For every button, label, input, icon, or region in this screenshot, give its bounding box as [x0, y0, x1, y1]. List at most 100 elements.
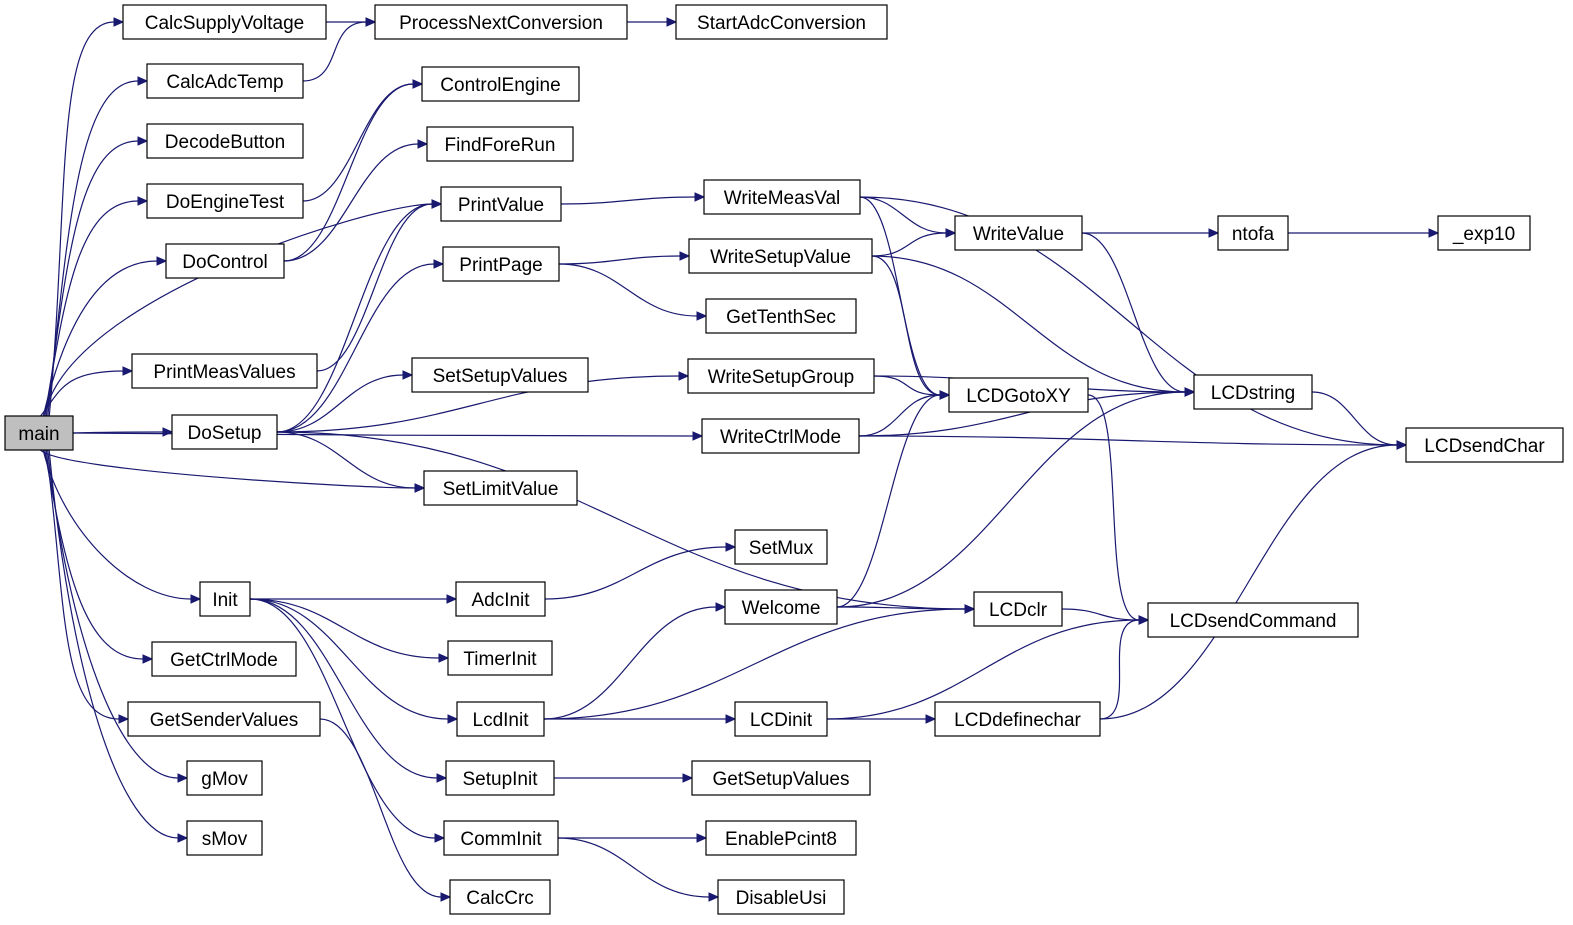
node-CalcCrc[interactable]: CalcCrc	[449, 879, 551, 915]
arrowhead-main-to-Init	[190, 594, 202, 604]
node-LcdInit[interactable]: LcdInit	[456, 701, 545, 737]
node-DisableUsi[interactable]: DisableUsi	[717, 879, 845, 915]
edge-WriteSetupValue-to-LCDGotoXY	[871, 255, 941, 396]
node-LCDGotoXY[interactable]: LCDGotoXY	[948, 377, 1089, 413]
node-label-GetTenthSec: GetTenthSec	[726, 307, 836, 328]
node-PrintMeasValues[interactable]: PrintMeasValues	[131, 353, 318, 389]
arrowhead-main-to-gMov	[177, 773, 189, 783]
node-box-LCDsendChar	[1405, 427, 1564, 463]
node-label-ntofa: ntofa	[1232, 224, 1275, 245]
node-LCDstring[interactable]: LCDstring	[1193, 374, 1313, 410]
node-DecodeButton[interactable]: DecodeButton	[146, 123, 304, 159]
edge-LCDdefinechar-to-LCDsendChar	[1099, 444, 1398, 720]
edge-main-to-SetLimitValue	[39, 449, 416, 489]
node-DoEngineTest[interactable]: DoEngineTest	[146, 183, 304, 219]
edge-DoSetup-to-WriteSetupGroup	[276, 375, 680, 433]
node-box-LCDinit	[734, 701, 828, 737]
node-LCDinit[interactable]: LCDinit	[734, 701, 828, 737]
node-box-gMov	[186, 760, 263, 796]
node-label-EnablePcint8: EnablePcint8	[725, 829, 837, 850]
node-label-WriteValue: WriteValue	[973, 224, 1064, 245]
node-LCDclr[interactable]: LCDclr	[973, 591, 1063, 627]
node-PrintValue[interactable]: PrintValue	[440, 186, 562, 222]
node-CalcSupplyVoltage[interactable]: CalcSupplyVoltage	[122, 4, 327, 40]
arrowhead-LcdInit-to-LCDinit	[725, 714, 737, 724]
node-AdcInit[interactable]: AdcInit	[455, 581, 546, 617]
node-GetTenthSec[interactable]: GetTenthSec	[705, 298, 857, 334]
node-LCDsendCommand[interactable]: LCDsendCommand	[1147, 602, 1359, 638]
edge-LcdInit-to-Welcome	[543, 606, 717, 720]
edge-main-to-GetCtrlMode	[44, 449, 144, 660]
node-label-WriteCtrlMode: WriteCtrlMode	[720, 427, 841, 448]
node-FindForeRun[interactable]: FindForeRun	[426, 126, 574, 162]
node-EnablePcint8[interactable]: EnablePcint8	[705, 820, 857, 856]
node-SetLimitValue[interactable]: SetLimitValue	[423, 470, 578, 506]
node-LCDsendChar[interactable]: LCDsendChar	[1405, 427, 1564, 463]
edge-main-to-DoControl	[42, 260, 158, 417]
node-gMov[interactable]: gMov	[186, 760, 263, 796]
node-SetSetupValues[interactable]: SetSetupValues	[411, 357, 589, 393]
node-label-SetupInit: SetupInit	[463, 769, 539, 790]
node-box-CalcAdcTemp	[146, 63, 304, 99]
node-box-ntofa	[1217, 215, 1289, 251]
node-box-GetSetupValues	[691, 760, 871, 796]
node-box-WriteCtrlMode	[701, 418, 860, 454]
node-label-PrintPage: PrintPage	[459, 255, 542, 276]
arrowhead-main-to-PrintMeasValues	[122, 366, 134, 376]
edge-DoSetup-to-PrintPage	[276, 263, 435, 433]
node-label-WriteMeasVal: WriteMeasVal	[724, 188, 841, 209]
arrowhead-Init-to-CommInit	[434, 833, 446, 843]
arrowhead-PrintPage-to-GetTenthSec	[696, 311, 708, 321]
node-GetSetupValues[interactable]: GetSetupValues	[691, 760, 871, 796]
node-ControlEngine[interactable]: ControlEngine	[421, 66, 580, 102]
node-SetupInit[interactable]: SetupInit	[445, 760, 555, 796]
node-WriteSetupValue[interactable]: WriteSetupValue	[688, 238, 873, 274]
node-WriteValue[interactable]: WriteValue	[954, 215, 1083, 251]
node-WriteMeasVal[interactable]: WriteMeasVal	[703, 179, 861, 215]
node-StartAdcConversion[interactable]: StartAdcConversion	[675, 4, 888, 40]
edge-WriteCtrlMode-to-LCDstring	[858, 391, 1186, 437]
node-label-SetMux: SetMux	[749, 538, 814, 559]
edge-DoEngineTest-to-ControlEngine	[302, 83, 414, 202]
node-DoSetup[interactable]: DoSetup	[171, 414, 278, 450]
node-box-LCDdefinechar	[934, 701, 1101, 737]
node-ntofa[interactable]: ntofa	[1217, 215, 1289, 251]
node-Init[interactable]: Init	[199, 581, 251, 617]
node-WriteSetupGroup[interactable]: WriteSetupGroup	[687, 358, 875, 394]
node-main[interactable]: main	[4, 415, 74, 451]
edge-Init-to-SetupInit	[249, 598, 438, 779]
node-LCDdefinechar[interactable]: LCDdefinechar	[934, 701, 1101, 737]
edge-DoSetup-to-SetLimitValue	[276, 431, 416, 489]
node-ProcessNextConversion[interactable]: ProcessNextConversion	[374, 4, 628, 40]
node-label-main: main	[18, 424, 59, 445]
node-box-Welcome	[724, 589, 838, 625]
edge-WriteSetupGroup-to-LCDGotoXY	[873, 375, 941, 396]
node-DoControl[interactable]: DoControl	[165, 243, 285, 279]
node-label-LcdInit: LcdInit	[473, 710, 530, 731]
node-GetSenderValues[interactable]: GetSenderValues	[127, 701, 321, 737]
node-CommInit[interactable]: CommInit	[443, 820, 559, 856]
node-label-LCDsendCommand: LCDsendCommand	[1170, 611, 1337, 632]
node-label-LCDstring: LCDstring	[1211, 383, 1295, 404]
node-GetCtrlMode[interactable]: GetCtrlMode	[151, 641, 297, 677]
node-sMov[interactable]: sMov	[186, 820, 263, 856]
node-label-Init: Init	[212, 590, 238, 611]
node-box-WriteValue	[954, 215, 1083, 251]
edge-Welcome-to-LCDGotoXY	[836, 394, 941, 608]
node-box-WriteSetupValue	[688, 238, 873, 274]
node-box-ControlEngine	[421, 66, 580, 102]
node-Welcome[interactable]: Welcome	[724, 589, 838, 625]
arrowhead-DoSetup-to-PrintPage	[433, 259, 445, 269]
edge-main-to-GetSenderValues	[45, 449, 120, 720]
node-PrintPage[interactable]: PrintPage	[442, 246, 560, 282]
node-SetMux[interactable]: SetMux	[734, 529, 828, 565]
node-box-AdcInit	[455, 581, 546, 617]
node-box-LCDsendCommand	[1147, 602, 1359, 638]
edge-GetSenderValues-to-CalcCrc	[319, 718, 442, 898]
node-TimerInit[interactable]: TimerInit	[447, 640, 553, 676]
node-CalcAdcTemp[interactable]: CalcAdcTemp	[146, 63, 304, 99]
node-WriteCtrlMode[interactable]: WriteCtrlMode	[701, 418, 860, 454]
node-label-sMov: sMov	[202, 829, 248, 850]
arrowhead-WriteSetupValue-to-WriteValue	[945, 228, 957, 238]
node-exp10[interactable]: _exp10	[1437, 215, 1531, 251]
